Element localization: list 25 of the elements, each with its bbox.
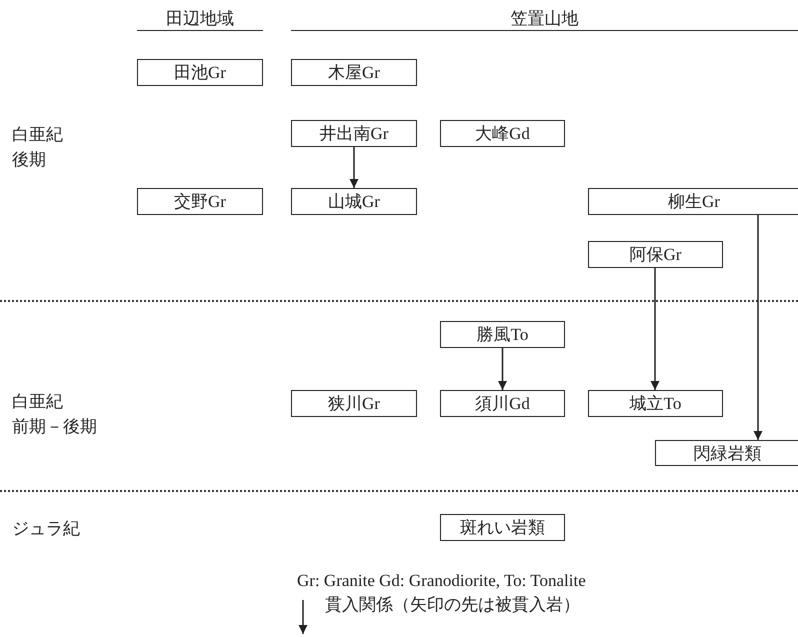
rock-unit-box: 阿保Gr [588,241,723,268]
column-heading: 笠置山地 [291,8,798,31]
rock-unit-box: 須川Gd [440,390,565,417]
period-label: 白亜紀後期 [12,124,64,171]
arrow [754,215,762,440]
rock-unit-box: 交野Gr [137,188,263,215]
rock-unit-box: 大峰Gd [440,120,565,147]
period-label: ジュラ紀 [12,518,80,540]
rock-unit-box: 勝風To [440,321,565,348]
rock-unit-box: 狭川Gr [291,390,417,417]
rock-unit-box: 柳生Gr [588,188,798,215]
rock-unit-box: 山城Gr [291,188,417,215]
arrow [650,268,660,390]
column-heading: 田辺地域 [137,8,263,31]
legend-text: 貫入関係（矢印の先は被貫入岩） [325,594,580,616]
period-label: 白亜紀前期－後期 [12,391,98,438]
rock-unit-box: 城立To [588,390,723,417]
rock-unit-box: 田池Gr [137,59,263,86]
rock-unit-box: 木屋Gr [291,59,417,86]
arrow [498,348,507,390]
arrow [350,147,358,188]
rock-unit-box: 井出南Gr [291,120,417,147]
abbreviation-note: Gr: Granite Gd: Granodiorite, To: Tonalite [297,570,586,592]
rock-unit-box: 斑れい岩類 [440,514,565,541]
rock-unit-box: 閃緑岩類 [655,440,798,466]
